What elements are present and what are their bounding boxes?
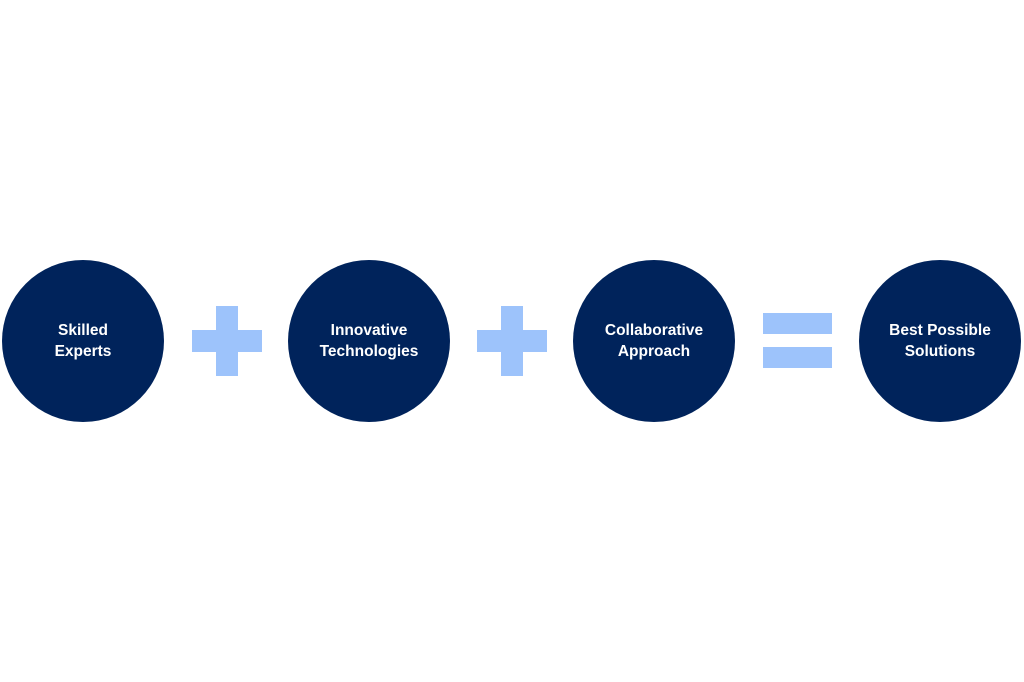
circle-label: Collaborative Approach: [605, 320, 703, 362]
plus-icon: [477, 306, 547, 376]
circle-label-line1: Skilled: [58, 322, 108, 339]
circle-collaborative-approach: Collaborative Approach: [573, 260, 735, 422]
plus-vertical-bar: [216, 306, 238, 376]
equals-bottom-bar: [763, 347, 832, 368]
equals-icon: [763, 313, 832, 369]
plus-icon: [192, 306, 262, 376]
circle-label-line1: Collaborative: [604, 322, 704, 339]
circle-label-line2: Solutions: [904, 343, 976, 360]
circle-label-line1: Best Possible: [889, 322, 991, 339]
circle-best-possible-solutions: Best Possible Solutions: [859, 260, 1021, 422]
circle-label-line1: Innovative: [330, 322, 408, 339]
circle-label: Best Possible Solutions: [889, 320, 991, 362]
circle-label-line2: Experts: [54, 343, 112, 360]
equals-top-bar: [763, 313, 832, 334]
circle-label-line2: Technologies: [319, 343, 419, 360]
circle-skilled-experts: Skilled Experts: [2, 260, 164, 422]
circle-label: Skilled Experts: [55, 320, 112, 362]
circle-label-line2: Approach: [617, 343, 691, 360]
plus-vertical-bar: [501, 306, 523, 376]
circle-label: Innovative Technologies: [320, 320, 419, 362]
circle-innovative-technologies: Innovative Technologies: [288, 260, 450, 422]
